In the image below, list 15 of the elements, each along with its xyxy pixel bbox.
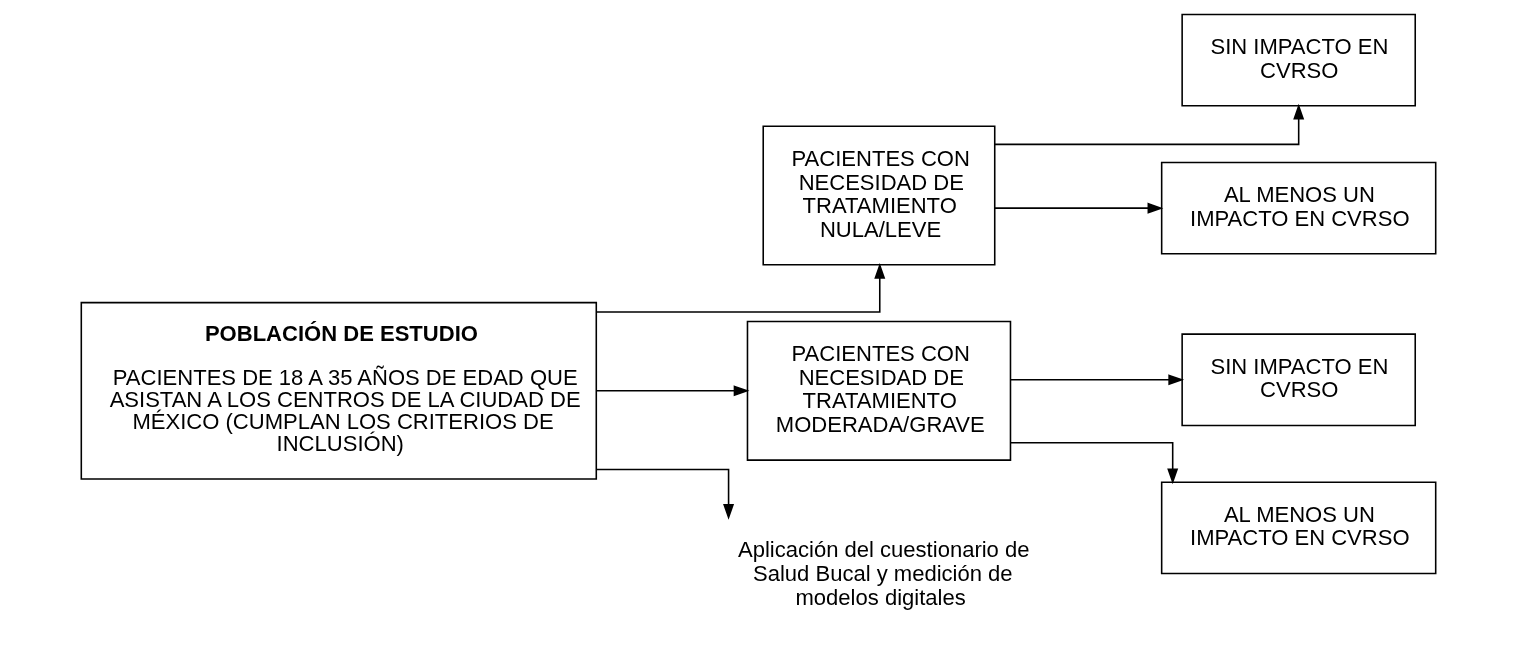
arrow (993, 103, 1304, 146)
node-box: PACIENTES CON NECESIDAD DE TRATAMIENTO MODERADA/GRAVE (746, 320, 1011, 461)
node-box: AL MENOS UN IMPACTO EN CVRSO (1160, 481, 1436, 575)
node-box: SIN IMPACTO EN CVRSO (1180, 333, 1416, 427)
arrow (595, 385, 749, 397)
node-text: Aplicación del cuestionario de Salud Bucal y medición de modelos digitales (737, 537, 1030, 610)
node-box: SIN IMPACTO EN CVRSO (1180, 13, 1416, 107)
arrow (1009, 442, 1178, 485)
node-box: AL MENOS UN IMPACTO EN CVRSO (1160, 161, 1436, 255)
node-box: POBLACIÓN DE ESTUDIO PACIENTES DE 18 A 35 AÑOS DE EDAD QUE ASISTAN A LOS CENTROS DE LA CIUDAD DE MÉXICO (CUMPLAN LOS CRITERIOS DE INCLUSIÓN) (80, 301, 597, 480)
arrow (595, 468, 734, 520)
node-box: PACIENTES CON NECESIDAD DE TRATAMIENTO NULA/LEVE (761, 125, 995, 266)
arrow (1009, 374, 1184, 386)
arrow (993, 202, 1163, 214)
arrow (595, 263, 885, 313)
